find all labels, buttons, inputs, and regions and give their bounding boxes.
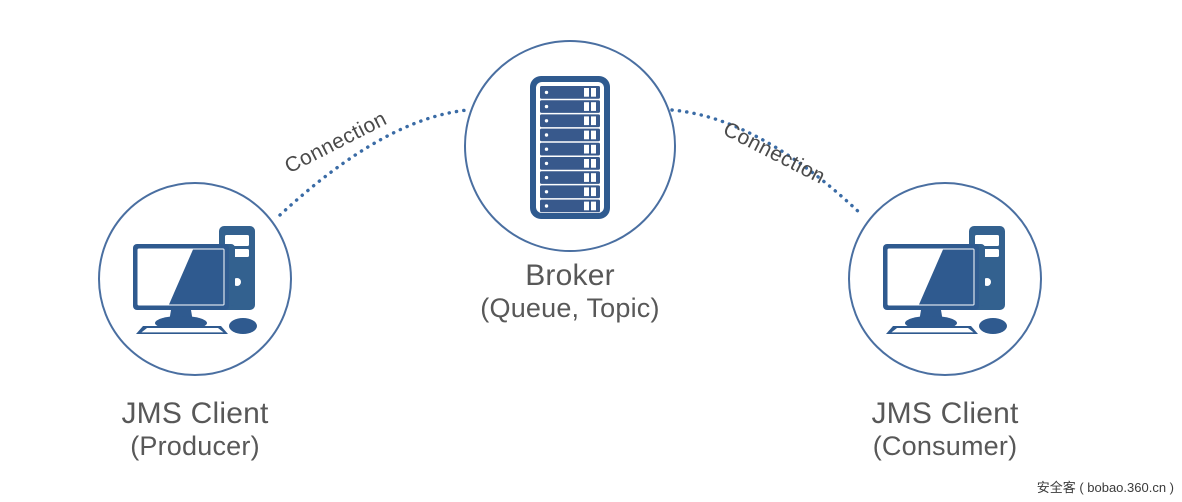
producer-label-line1: JMS Client: [121, 397, 269, 430]
producer-label-line2: (Producer): [130, 431, 260, 462]
desktop-computer-icon: [133, 226, 257, 334]
broker-label: Broker (Queue, Topic): [420, 258, 720, 325]
broker-label-line2: (Queue, Topic): [480, 293, 660, 324]
desktop-computer-icon: [883, 226, 1007, 334]
producer-label: JMS Client (Producer): [45, 396, 345, 463]
broker-label-line1: Broker: [525, 259, 615, 292]
watermark-text: 安全客 ( bobao.360.cn ): [1036, 480, 1174, 495]
consumer-label-line1: JMS Client: [871, 397, 1019, 430]
server-rack-icon: [530, 76, 610, 219]
consumer-label-line2: (Consumer): [872, 431, 1018, 462]
consumer-label: JMS Client (Consumer): [795, 396, 1095, 463]
connection-line-broker-consumer: [670, 108, 864, 217]
connection-line-producer-broker: [278, 108, 470, 217]
